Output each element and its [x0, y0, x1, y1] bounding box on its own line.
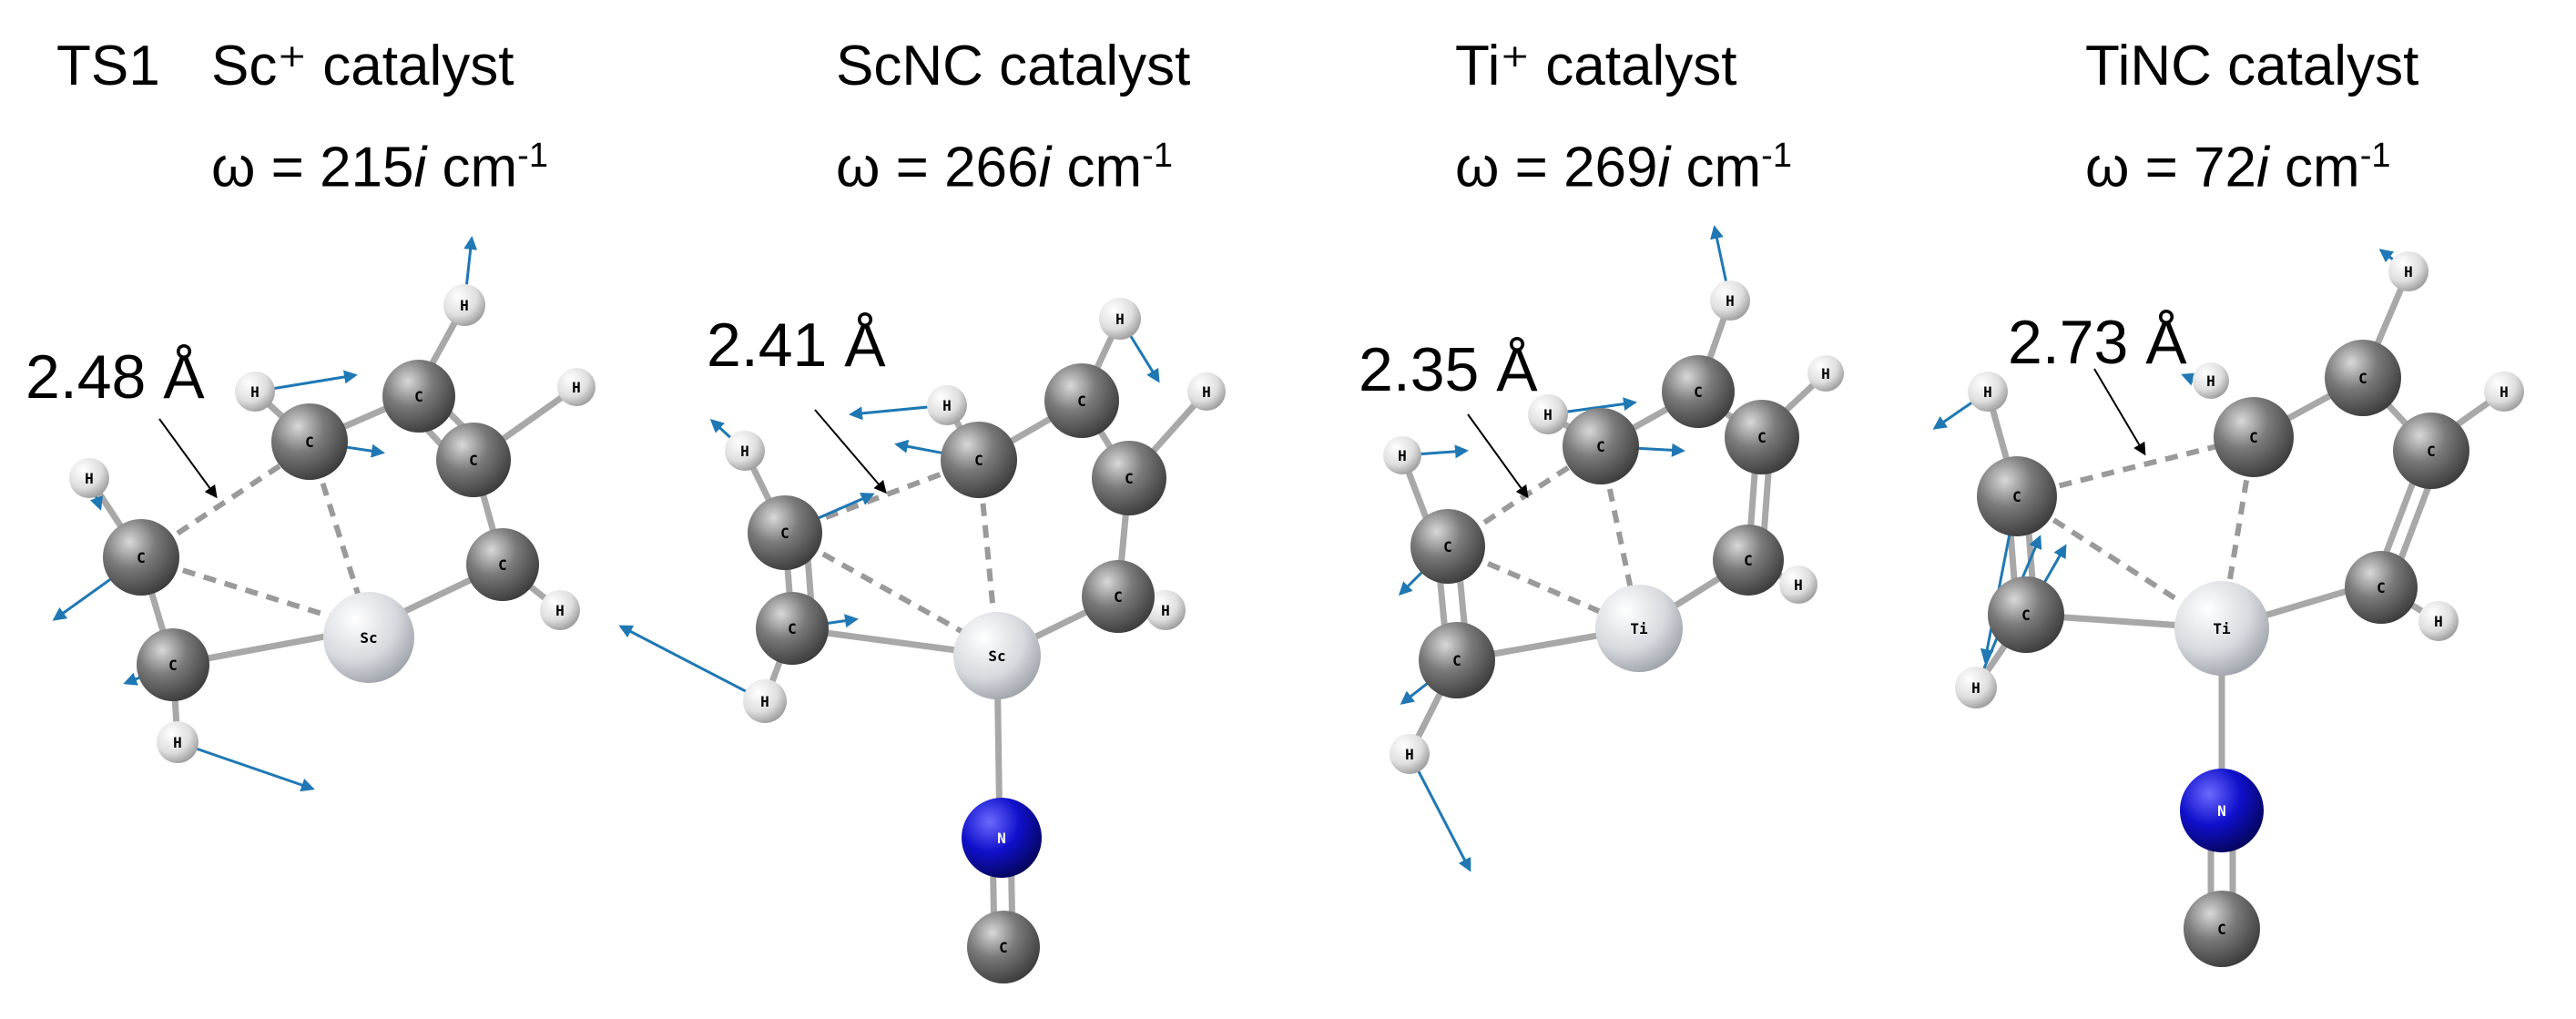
svg-text:C: C: [2249, 429, 2258, 446]
svg-text:H: H: [2404, 263, 2413, 280]
svg-text:C: C: [1694, 383, 1703, 401]
svg-text:C: C: [1744, 552, 1753, 569]
panel-4-frequency: ω = 72i cm-1: [2085, 136, 2391, 199]
panel-2-title: ScNC catalyst: [836, 35, 1191, 97]
svg-text:C: C: [974, 452, 983, 469]
panel-4-title: TiNC catalyst: [2085, 35, 2419, 97]
svg-text:N: N: [2217, 802, 2226, 820]
svg-text:H: H: [1726, 292, 1735, 310]
panel-1-frequency: ω = 215i cm-1: [211, 136, 548, 199]
svg-text:H: H: [1161, 602, 1170, 619]
panel-2-molecule: H H H H H H C C C C C C Sc N C: [618, 298, 1226, 983]
svg-text:H: H: [2206, 372, 2215, 390]
svg-text:N: N: [997, 830, 1006, 847]
svg-text:C: C: [2012, 488, 2021, 505]
svg-text:H: H: [572, 379, 581, 396]
svg-text:H: H: [173, 734, 182, 751]
panel-2-distance: 2.41 Å: [707, 311, 886, 380]
svg-text:H: H: [1971, 679, 1980, 697]
svg-text:H: H: [1405, 746, 1414, 763]
svg-text:C: C: [2021, 606, 2031, 624]
svg-text:H: H: [1115, 311, 1125, 328]
svg-text:C: C: [168, 657, 178, 674]
svg-text:C: C: [414, 388, 423, 405]
panel-3-title: Ti⁺ catalyst: [1455, 35, 1737, 97]
panel-4-distance: 2.73 Å: [2008, 308, 2187, 377]
svg-text:C: C: [788, 620, 797, 637]
svg-text:C: C: [999, 939, 1008, 956]
svg-text:Sc: Sc: [988, 647, 1005, 665]
svg-text:H: H: [1398, 447, 1407, 464]
svg-text:Ti: Ti: [2213, 620, 2231, 637]
svg-text:H: H: [2500, 383, 2509, 401]
svg-text:H: H: [555, 602, 565, 619]
svg-text:C: C: [1443, 538, 1452, 555]
svg-text:C: C: [137, 549, 146, 566]
svg-text:H: H: [1202, 383, 1211, 401]
svg-text:H: H: [460, 297, 469, 314]
figure-label: TS1: [56, 35, 160, 97]
panel-1-molecule: H H H H H H C C C C C C Sc: [52, 236, 596, 792]
svg-text:H: H: [250, 383, 260, 401]
svg-text:C: C: [1757, 429, 1767, 446]
svg-text:H: H: [2434, 613, 2443, 630]
svg-text:H: H: [942, 397, 952, 414]
panel-3-frequency: ω = 269i cm-1: [1455, 136, 1792, 199]
panel-2-frequency: ω = 266i cm-1: [836, 136, 1173, 199]
panel-1-distance: 2.48 Å: [25, 342, 205, 412]
svg-text:H: H: [740, 443, 749, 460]
svg-text:C: C: [780, 525, 789, 542]
panel-4-molecule: H H H H H H C C C C C C Ti N C: [1932, 249, 2524, 967]
svg-text:C: C: [305, 433, 314, 451]
svg-text:H: H: [1794, 576, 1803, 594]
svg-text:H: H: [1543, 406, 1553, 423]
svg-text:C: C: [498, 556, 507, 574]
svg-text:C: C: [2217, 921, 2226, 938]
svg-text:C: C: [1452, 652, 1461, 669]
svg-text:H: H: [1821, 365, 1830, 382]
svg-text:C: C: [2427, 443, 2436, 460]
svg-text:Sc: Sc: [360, 629, 377, 647]
svg-text:C: C: [2358, 370, 2367, 387]
svg-text:H: H: [1983, 383, 1992, 401]
svg-text:C: C: [2377, 579, 2386, 596]
panel-3-distance: 2.35 Å: [1359, 335, 1538, 404]
svg-text:H: H: [760, 693, 769, 710]
panel-3-molecule: H H H H H H C C C C C C Ti: [1383, 225, 1844, 872]
svg-text:C: C: [1077, 392, 1086, 410]
svg-text:H: H: [85, 470, 94, 487]
svg-text:C: C: [1114, 588, 1123, 606]
panel-1-title: Sc⁺ catalyst: [211, 35, 514, 97]
svg-text:C: C: [469, 452, 478, 469]
svg-text:Ti: Ti: [1630, 620, 1648, 637]
svg-text:C: C: [1125, 470, 1134, 487]
svg-text:C: C: [1596, 438, 1605, 455]
